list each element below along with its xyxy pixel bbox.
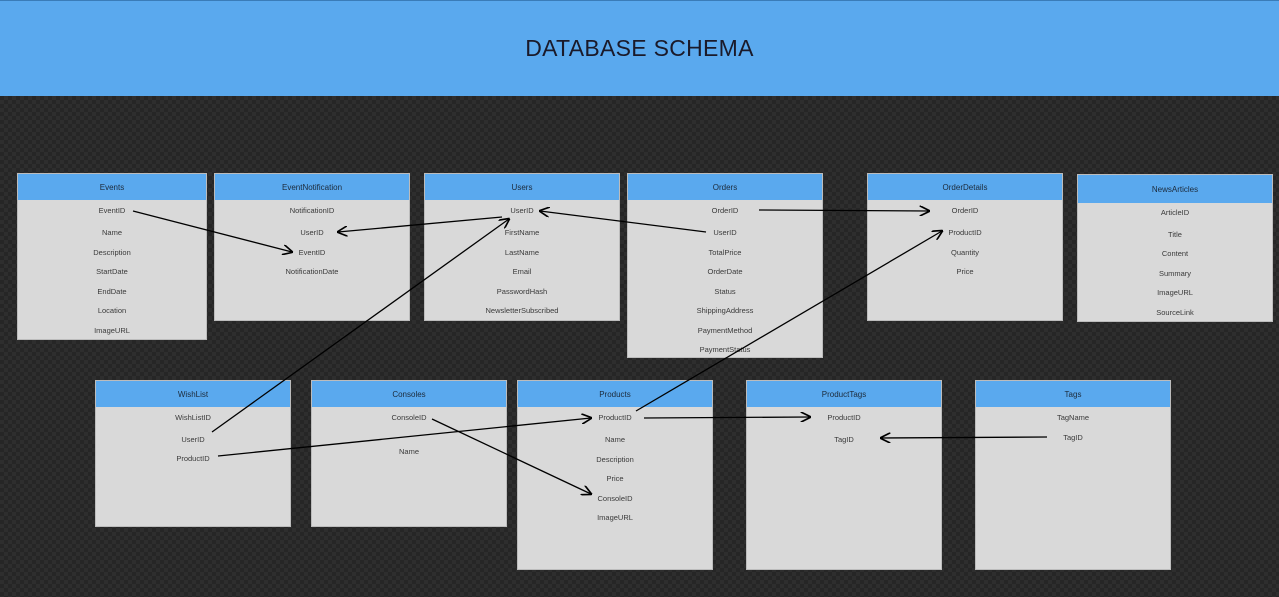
- field-name: Name: [398, 447, 419, 456]
- table-header: NewsArticles: [1078, 175, 1272, 203]
- field-tagid: TagID: [834, 435, 854, 444]
- field-consoleid: ConsoleID: [597, 494, 633, 503]
- field-orderid: OrderID: [951, 206, 979, 215]
- field-userid: UserID: [713, 228, 737, 237]
- table-header: ProductTags: [747, 381, 941, 407]
- field-name: Name: [604, 435, 625, 444]
- field-startdate: StartDate: [96, 267, 128, 276]
- field-paymentstatus: PaymentStatus: [699, 345, 751, 354]
- table-users[interactable]: Users UserID FirstName LastName Email Pa…: [424, 173, 620, 321]
- field-summary: Summary: [1158, 269, 1192, 278]
- table-header: Tags: [976, 381, 1170, 407]
- field-price: Price: [606, 474, 624, 483]
- table-tags[interactable]: Tags TagName TagID: [975, 380, 1171, 570]
- page-title: DATABASE SCHEMA: [525, 35, 754, 61]
- field-userid: UserID: [510, 206, 534, 215]
- field-eventid: EventID: [98, 206, 126, 215]
- field-orderid: OrderID: [711, 206, 739, 215]
- table-header: Users: [425, 174, 619, 200]
- field-enddate: EndDate: [97, 287, 127, 296]
- field-lastname: LastName: [504, 248, 540, 257]
- table-header: Consoles: [312, 381, 506, 407]
- table-eventnotification[interactable]: EventNotification NotificationID UserID …: [214, 173, 410, 321]
- field-imageurl: ImageURL: [1157, 288, 1193, 297]
- header-banner: DATABASE SCHEMA: [0, 0, 1279, 96]
- table-newsarticles[interactable]: NewsArticles ArticleID Title Content Sum…: [1077, 174, 1273, 322]
- field-tagid: TagID: [1063, 433, 1083, 442]
- field-content: Content: [1161, 249, 1189, 258]
- field-productid: ProductID: [176, 454, 210, 463]
- table-products[interactable]: Products ProductID Name Description Pric…: [517, 380, 713, 570]
- field-imageurl: ImageURL: [597, 513, 633, 522]
- table-header: OrderDetails: [868, 174, 1062, 200]
- field-userid: UserID: [300, 228, 324, 237]
- table-header: EventNotification: [215, 174, 409, 200]
- field-tagname: TagName: [1056, 413, 1090, 422]
- field-notificationdate: NotificationDate: [285, 267, 339, 276]
- field-totalprice: TotalPrice: [708, 248, 742, 257]
- table-orderdetails[interactable]: OrderDetails OrderID ProductID Quantity …: [867, 173, 1063, 321]
- table-header: WishList: [96, 381, 290, 407]
- table-wishlist[interactable]: WishList WishListID UserID ProductID: [95, 380, 291, 527]
- table-header: Events: [18, 174, 206, 200]
- field-eventid: EventID: [298, 248, 326, 257]
- field-productid: ProductID: [598, 413, 632, 422]
- field-firstname: FirstName: [504, 228, 540, 237]
- field-wishlistid: WishListID: [175, 413, 211, 422]
- table-events[interactable]: Events EventID Name Description StartDat…: [17, 173, 207, 340]
- field-paymentmethod: PaymentMethod: [697, 326, 753, 335]
- field-status: Status: [714, 287, 736, 296]
- table-header: Orders: [628, 174, 822, 200]
- field-price: Price: [956, 267, 974, 276]
- table-orders[interactable]: Orders OrderID UserID TotalPrice OrderDa…: [627, 173, 823, 358]
- field-quantity: Quantity: [951, 248, 979, 257]
- field-email: Email: [512, 267, 532, 276]
- field-title: Title: [1168, 230, 1182, 239]
- table-producttags[interactable]: ProductTags ProductID TagID: [746, 380, 942, 570]
- field-description: Description: [596, 455, 634, 464]
- field-imageurl: ImageURL: [94, 326, 130, 335]
- table-consoles[interactable]: Consoles ConsoleID Name: [311, 380, 507, 527]
- table-header: Products: [518, 381, 712, 407]
- field-orderdate: OrderDate: [707, 267, 743, 276]
- field-location: Location: [97, 306, 127, 315]
- field-name: Name: [101, 228, 122, 237]
- field-passwordhash: PasswordHash: [496, 287, 548, 296]
- field-userid: UserID: [181, 435, 205, 444]
- field-productid: ProductID: [948, 228, 982, 237]
- field-newslettersubscribed: NewsletterSubscribed: [485, 306, 559, 315]
- field-productid: ProductID: [827, 413, 861, 422]
- field-sourcelink: SourceLink: [1156, 308, 1194, 317]
- field-shippingaddress: ShippingAddress: [696, 306, 754, 315]
- field-description: Description: [93, 248, 131, 257]
- field-articleid: ArticleID: [1160, 208, 1190, 217]
- field-consoleid: ConsoleID: [391, 413, 427, 422]
- field-notificationid: NotificationID: [289, 206, 335, 215]
